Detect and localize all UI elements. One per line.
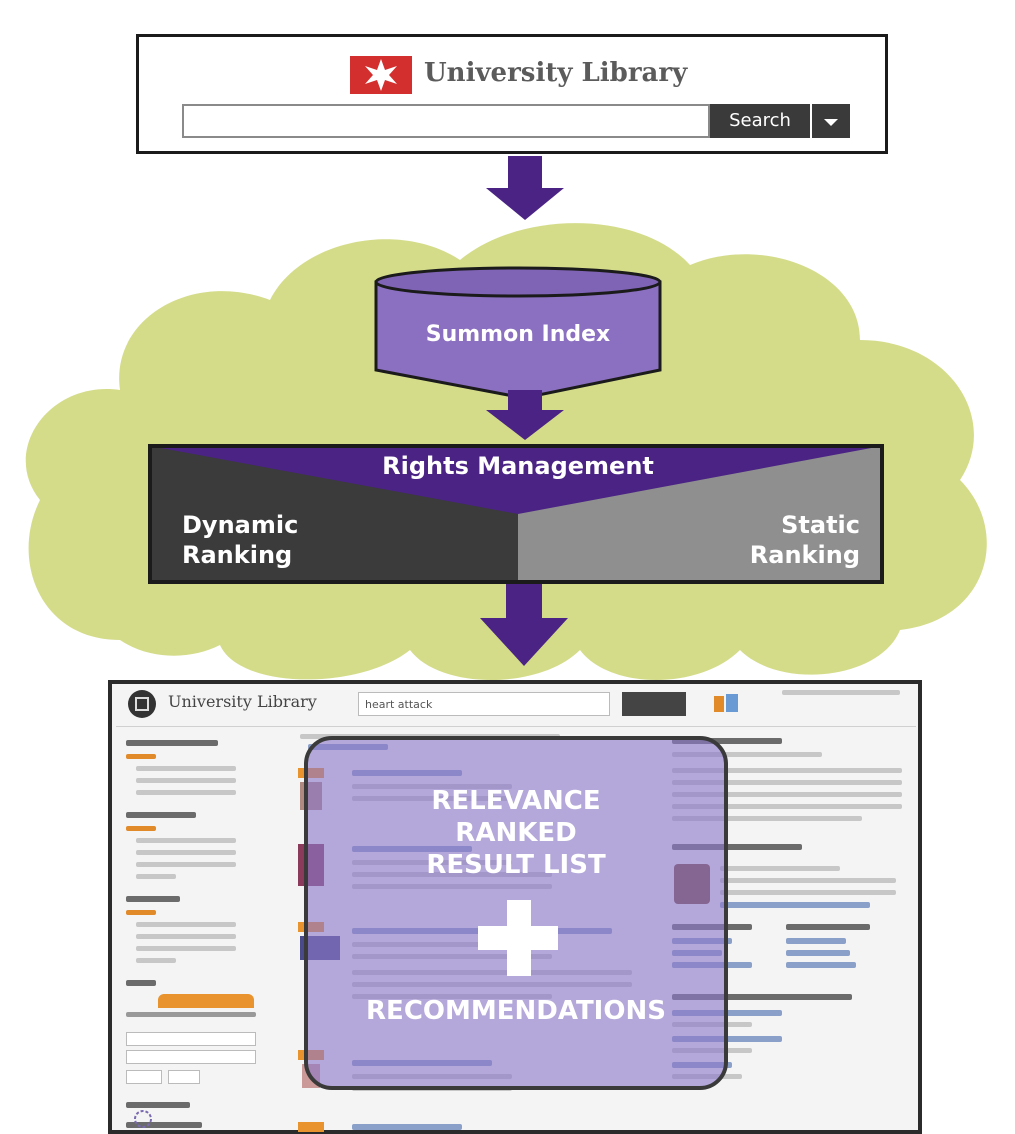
library-logo-icon [350,56,412,94]
overlay-ranked-label: RANKED [455,818,577,848]
summon-index-cylinder [374,266,662,400]
chevron-down-icon [824,119,838,126]
rights-management-label: Rights Management [382,452,654,480]
result-search-input[interactable]: heart attack [358,692,610,716]
header-links-blur [782,690,900,695]
overlay-recommendations-label: RECOMMENDATIONS [366,996,666,1026]
arrow-down-2 [486,390,564,440]
static-ranking-label: Static Ranking [700,510,860,570]
book-stack-icon [714,694,738,712]
dynamic-ranking-label: Dynamic Ranking [182,510,298,570]
result-header-title: University Library [168,692,317,711]
facet-sidebar [118,732,266,1132]
header-divider [116,726,916,727]
plus-icon-bar [478,926,558,950]
summon-index-label: Summon Index [425,322,611,347]
library-seal-icon [128,690,156,718]
location-star-icon [134,1110,152,1128]
overlay-relevance-label: RELEVANCE [431,786,601,816]
rights-management-box [148,444,884,584]
search-scope-dropdown[interactable] [812,104,850,138]
overlay-result-list-label: RESULT LIST [426,850,606,880]
library-title: University Library [424,58,688,88]
result-search-button[interactable] [622,692,686,716]
arrow-down-1 [486,156,564,220]
dynamic-ranking-line2: Ranking [182,541,293,569]
search-button[interactable]: Search [710,104,810,138]
result-item-title-blur [352,1124,462,1130]
static-ranking-line1: Static [781,511,860,539]
arrow-down-3 [480,584,568,666]
dynamic-ranking-line1: Dynamic [182,511,299,539]
static-ranking-line2: Ranking [749,541,860,569]
search-input[interactable] [182,104,710,138]
